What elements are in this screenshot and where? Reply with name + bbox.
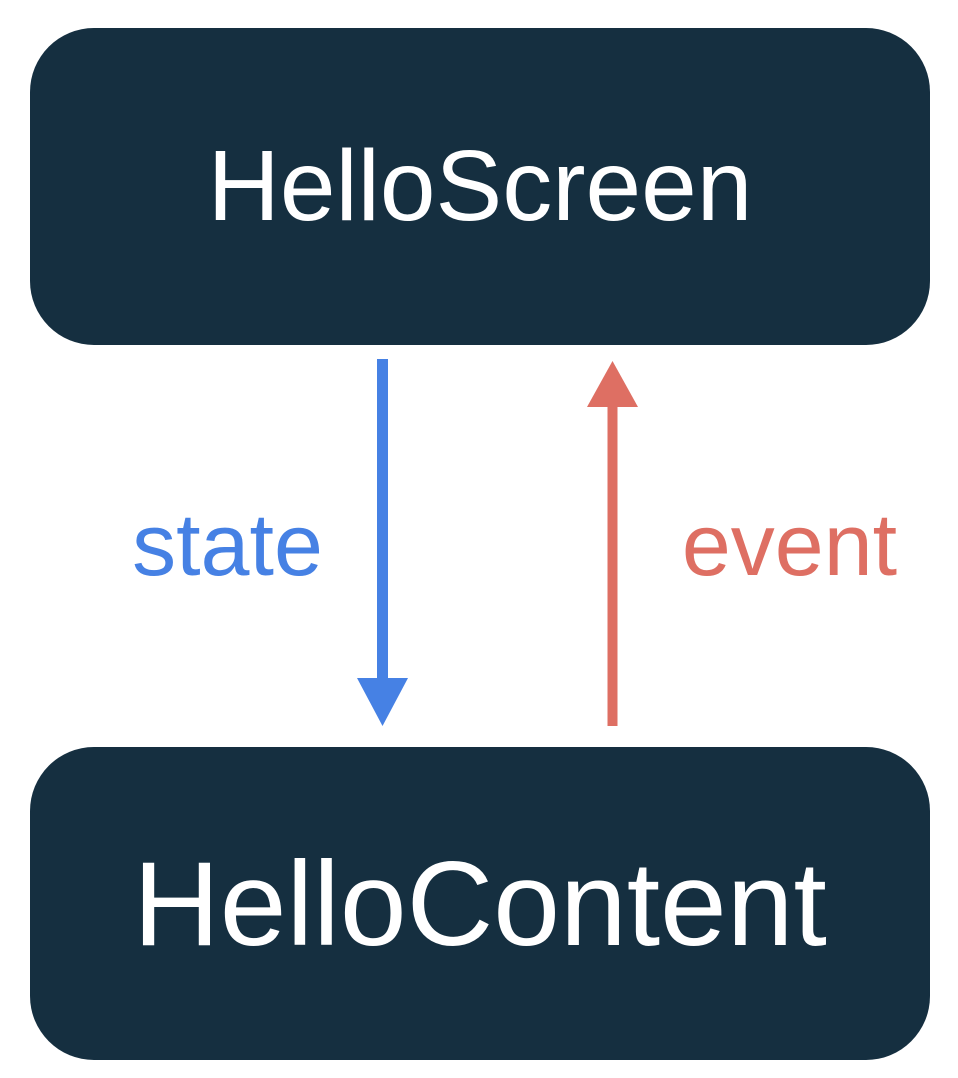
event-arrow — [587, 361, 638, 726]
node-hellocontent-label: HelloContent — [133, 836, 827, 971]
node-helloscreen: HelloScreen — [30, 28, 930, 345]
node-helloscreen-label: HelloScreen — [207, 130, 753, 242]
state-arrow — [357, 359, 408, 726]
state-edge-label: state — [132, 495, 323, 594]
event-arrow-head — [587, 361, 638, 407]
event-edge-label: event — [681, 495, 898, 594]
node-hellocontent: HelloContent — [30, 747, 930, 1060]
state-arrow-head — [357, 678, 408, 726]
